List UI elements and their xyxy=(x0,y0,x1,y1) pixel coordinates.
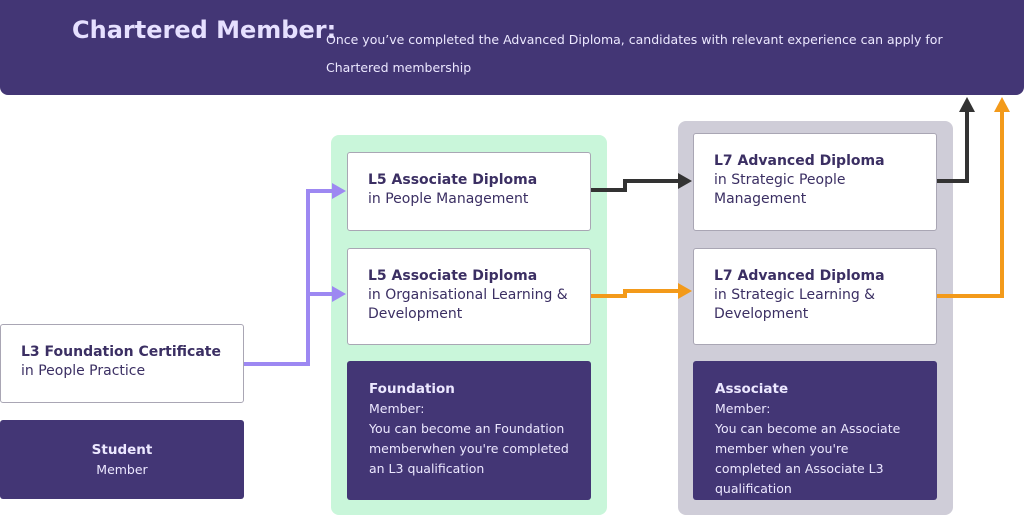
l5-old-title: L5 Associate Diploma xyxy=(368,268,538,284)
l5-people-management-box: L5 Associate Diploma in People Managemen… xyxy=(347,152,591,231)
l7-strategic-learning-box: L7 Advanced Diploma in Strategic Learnin… xyxy=(693,248,937,345)
associate-member-box: Associate Member: You can become an Asso… xyxy=(693,361,937,500)
arrowhead-orange-2 xyxy=(994,97,1010,112)
l3-subtitle: in People Practice xyxy=(21,363,146,379)
arrowhead-purple-2 xyxy=(332,286,346,302)
associate-text: You can become an Associate member when … xyxy=(715,421,901,496)
arrow-l5-pm-to-l7 xyxy=(591,179,680,192)
l5-organisational-learning-box: L5 Associate Diploma in Organisational L… xyxy=(347,248,591,345)
chartered-description: Once you’ve completed the Advanced Diplo… xyxy=(326,32,943,75)
l5-old-subtitle: in Organisational Learning & Development xyxy=(368,287,568,322)
foundation-text: You can become an Foundation memberwhen … xyxy=(369,421,569,476)
arrowhead-dark-1 xyxy=(678,173,692,189)
foundation-title: Foundation xyxy=(369,381,455,397)
student-line1: Student xyxy=(91,442,153,458)
chartered-member-banner: Chartered Member: Once you’ve completed … xyxy=(0,0,1024,95)
foundation-member-box: Foundation Member: You can become an Fou… xyxy=(347,361,591,500)
foundation-label: Member: xyxy=(369,401,425,416)
chartered-title: Chartered Member: xyxy=(72,16,337,44)
l7-sld-title: L7 Advanced Diploma xyxy=(714,268,885,284)
l3-foundation-certificate-box: L3 Foundation Certificate in People Prac… xyxy=(0,324,244,403)
l7-spm-subtitle: in Strategic People Management xyxy=(714,172,846,207)
associate-label: Member: xyxy=(715,401,771,416)
l7-strategic-people-management-box: L7 Advanced Diploma in Strategic People … xyxy=(693,133,937,231)
l3-title: L3 Foundation Certificate xyxy=(21,344,221,360)
l7-sld-subtitle: in Strategic Learning & Development xyxy=(714,287,876,322)
arrow-l7-spm-to-chartered xyxy=(937,110,969,183)
student-member-box: Student Member xyxy=(0,420,244,499)
arrow-l5-old-to-l7 xyxy=(591,289,680,298)
l5-pm-title: L5 Associate Diploma xyxy=(368,172,538,188)
arrow-l7-sld-to-chartered xyxy=(937,110,1004,298)
arrow-l3-to-l5-pm xyxy=(244,189,334,366)
associate-title: Associate xyxy=(715,381,789,397)
arrowhead-dark-2 xyxy=(959,97,975,112)
arrowhead-purple-1 xyxy=(332,183,346,199)
arrowhead-orange-1 xyxy=(678,283,692,299)
l5-pm-subtitle: in People Management xyxy=(368,191,529,207)
student-line2: Member xyxy=(96,462,148,477)
l7-spm-title: L7 Advanced Diploma xyxy=(714,153,885,169)
